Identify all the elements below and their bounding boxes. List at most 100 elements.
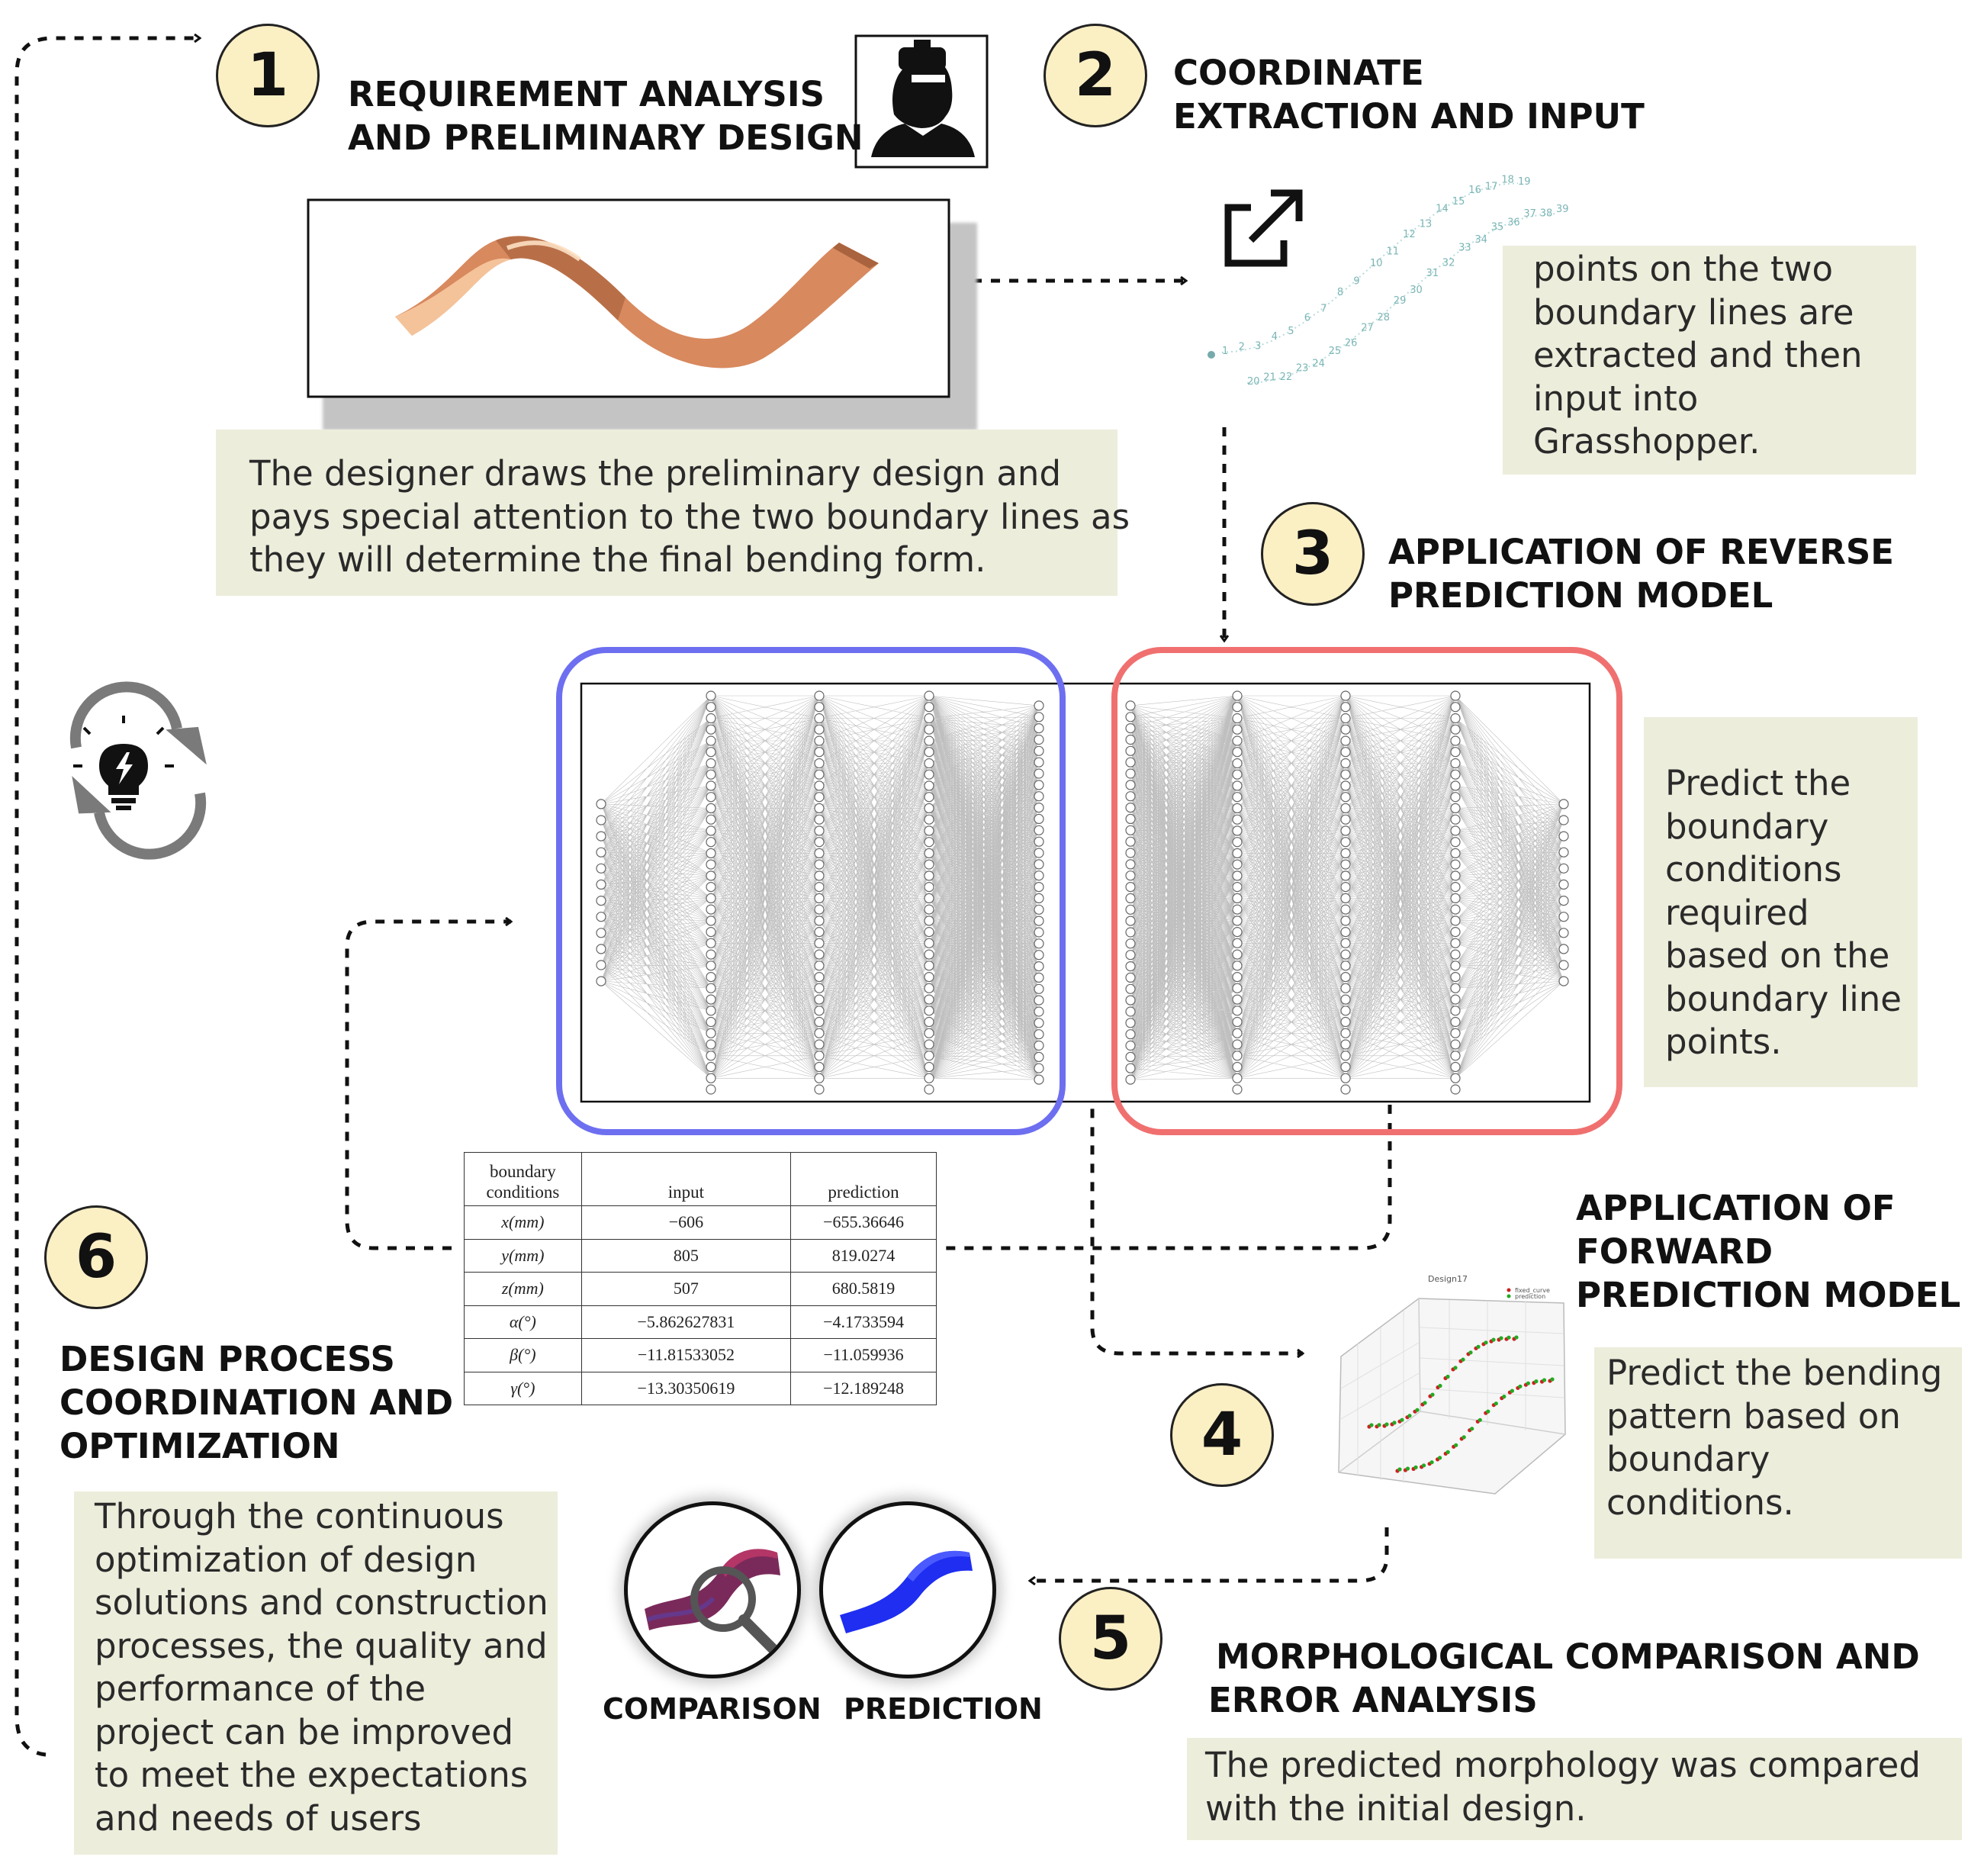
step-1-number: 1 [216, 24, 320, 127]
point-label: 5 [1288, 326, 1294, 337]
network-node [1034, 961, 1044, 972]
step-2-title: COORDINATE EXTRACTION AND INPUT [1173, 51, 1645, 138]
network-node [596, 944, 606, 954]
network-node [1125, 712, 1136, 722]
network-node [1450, 1051, 1461, 1061]
network-node [1125, 1063, 1136, 1073]
plot-point [1430, 1392, 1435, 1397]
network-node [1034, 700, 1044, 711]
prediction-caption: PREDICTION [844, 1692, 1043, 1726]
network-node [1340, 780, 1351, 791]
export-icon [1224, 189, 1303, 267]
plot-point [1445, 1450, 1450, 1454]
network-node [1034, 722, 1044, 734]
table-cell-prediction: 819.0274 [790, 1238, 937, 1273]
network-node [1450, 904, 1461, 915]
network-node [1125, 1051, 1136, 1063]
note-line: Predict the [1665, 763, 1851, 803]
network-node [1340, 893, 1351, 904]
network-node [924, 1006, 934, 1016]
network-node [1340, 848, 1351, 859]
network-node [1340, 949, 1351, 960]
point-label: 23 [1296, 363, 1309, 375]
network-node [1340, 825, 1351, 836]
network-node [1450, 825, 1461, 836]
network-node [1558, 960, 1569, 970]
step-5-number: 5 [1059, 1587, 1162, 1691]
network-node [924, 938, 934, 948]
network-node [1450, 747, 1461, 758]
point-label: 35 [1491, 221, 1504, 233]
network-node [924, 881, 934, 893]
network-node [1125, 961, 1136, 972]
point-label: 7 [1320, 304, 1326, 315]
step-6-title-line: OPTIMIZATION [59, 1426, 340, 1466]
network-node [1034, 983, 1044, 994]
network-node [1125, 757, 1136, 767]
network-node [1232, 971, 1243, 983]
network-node [1232, 713, 1243, 724]
network-node [1125, 1040, 1136, 1051]
network-node [1450, 1061, 1461, 1073]
network-node [1232, 904, 1243, 915]
step-3-title: APPLICATION OF REVERSE PREDICTION MODEL [1388, 530, 1894, 617]
network-node [1034, 768, 1044, 779]
network-node [1125, 881, 1136, 893]
network-node [706, 971, 716, 983]
plot-point [1502, 1395, 1507, 1399]
plot-point [1478, 1417, 1482, 1422]
note-line: processes, the quality and [95, 1625, 548, 1666]
network-node [1034, 859, 1044, 870]
plot-point [1499, 1336, 1503, 1340]
arrow-table-to-network [345, 922, 511, 1250]
network-node [814, 792, 825, 803]
network-node [1450, 994, 1461, 1005]
network-node [1034, 1029, 1044, 1040]
network-node [706, 1073, 716, 1083]
network-node [596, 799, 606, 809]
point-label: 11 [1387, 246, 1400, 258]
boundary-line [1221, 182, 1519, 353]
network-node [1340, 837, 1351, 848]
network-node [924, 859, 934, 870]
network-node [1232, 926, 1243, 938]
note-line: The predicted morphology was compared [1205, 1745, 1921, 1785]
network-node [596, 815, 606, 825]
network-node [1034, 881, 1044, 893]
point-label: 13 [1420, 219, 1433, 230]
note-line: Predict the bending [1606, 1353, 1943, 1393]
network-node [1340, 803, 1351, 814]
plot-point [1384, 1422, 1389, 1427]
network-node [814, 983, 825, 993]
step-2-number: 2 [1043, 24, 1147, 127]
note-line: based on the [1665, 935, 1890, 976]
network-node [814, 1051, 825, 1061]
network-node [1340, 735, 1351, 746]
network-node [814, 690, 825, 701]
network-node [1340, 961, 1351, 971]
network-node [814, 825, 825, 836]
network-node [814, 893, 825, 904]
network-node [1232, 690, 1243, 701]
point-label: 28 [1378, 312, 1391, 323]
step-2-title-line: EXTRACTION AND INPUT [1173, 96, 1645, 137]
note-line: they will determine the final bending fo… [249, 539, 986, 580]
network-node [1340, 1073, 1351, 1083]
table-row: γ(°) −13.30350619 −12.189248 [464, 1371, 937, 1405]
network-node [1340, 690, 1351, 701]
network-node [1232, 859, 1243, 870]
table-cell-prediction: −12.189248 [790, 1371, 937, 1405]
network-node [1340, 1084, 1351, 1095]
note-line: input into [1533, 378, 1699, 419]
network-node [1340, 938, 1351, 948]
point-label: 20 [1247, 376, 1260, 388]
plot-point [1476, 1344, 1481, 1349]
network-node [706, 983, 716, 993]
step-1-title-line: REQUIREMENT ANALYSIS [348, 74, 825, 114]
network-node [1450, 961, 1461, 971]
network-node [1340, 904, 1351, 915]
point-label: 39 [1556, 204, 1569, 215]
arrow-network-to-table [944, 1031, 1392, 1250]
network-node [924, 1016, 934, 1028]
point-label: 22 [1280, 372, 1293, 383]
